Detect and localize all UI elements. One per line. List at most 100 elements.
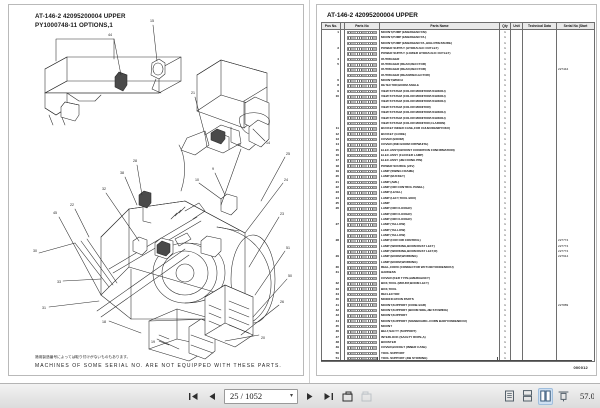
part-number-redacted xyxy=(347,239,377,243)
hide-panel-button[interactable] xyxy=(359,388,374,405)
table-row[interactable]: LAMP (YELLOW)1 xyxy=(321,227,595,234)
table-row[interactable]: VIEW SYSTEM (COLOR MONITOR/UCHIKOH)1 xyxy=(321,110,595,116)
callout-20: 20 xyxy=(261,336,265,340)
page-left-diagram[interactable]: AT-146-2 42095200004 UPPER PY1000748-11 … xyxy=(0,0,310,383)
cell-serial-no xyxy=(556,35,595,41)
parts-table-header-row: Pos No. Parts No Parts Name Qty Unit Tec… xyxy=(321,22,595,30)
show-panel-button[interactable] xyxy=(340,388,355,405)
table-row[interactable]: LAMP (OIR FLICKER)1 xyxy=(321,217,595,223)
table-row[interactable]: OUTRIGGER (REAR/REFLECTOR)1 xyxy=(321,72,595,79)
callout-24: 24 xyxy=(284,178,288,182)
two-page-view-button[interactable] xyxy=(538,387,553,405)
table-row[interactable]: COVER (KER TYPE,EMERGENCY)1 xyxy=(321,275,595,282)
viewer-toolbar[interactable]: 25 / 1052 ▾ xyxy=(0,383,600,408)
toolbar-navigation-group[interactable]: 25 / 1052 ▾ xyxy=(180,384,502,408)
table-row[interactable]: POWER SUPPLY (LOWER HYDRAULIC OUTLET)1 xyxy=(321,51,595,57)
fit-page-button[interactable] xyxy=(556,388,571,405)
previous-page-button[interactable] xyxy=(205,388,220,405)
next-page-button[interactable] xyxy=(302,388,317,405)
page-right-parts-list[interactable]: AT-146-2 42095200004 UPPER Pos No. Parts… xyxy=(311,0,600,383)
callout-28: 28 xyxy=(133,159,137,163)
part-number-redacted xyxy=(347,207,377,211)
table-row[interactable]: VIEW SYSTEM (COLOR MONITOR/UCHIKOH)1 xyxy=(321,99,595,105)
table-row[interactable]: LAMP (OIR FLICKER)1 xyxy=(321,211,595,218)
part-number-redacted xyxy=(347,319,377,324)
table-row[interactable]: VIEW SYSTEM (COLOR MONITOR)1 xyxy=(321,104,595,111)
first-page-button[interactable] xyxy=(186,388,201,405)
single-page-view-button[interactable] xyxy=(502,388,517,405)
callout-32: 32 xyxy=(102,187,106,191)
page-number-field[interactable]: 25 / 1052 ▾ xyxy=(224,388,298,404)
callout-21: 21 xyxy=(191,91,195,95)
part-number-redacted xyxy=(347,121,377,126)
document-view[interactable]: AT-146-2 42095200004 UPPER PY1000748-11 … xyxy=(0,0,600,383)
table-row[interactable]: VIEW SYSTEM (COLOR MONITOR,CLARION)1 xyxy=(321,120,595,127)
table-row[interactable]: VIEW SYSTEM (COLOR MONITOR/UCHIKOH)1 xyxy=(321,115,595,121)
cell-serial-no: 227889 xyxy=(556,302,595,308)
part-number-redacted xyxy=(347,41,377,46)
table-row[interactable]: LAMP (YELLOW)1 xyxy=(321,233,595,239)
callout-38: 38 xyxy=(120,171,124,175)
part-number-redacted xyxy=(347,143,377,147)
callout-51: 51 xyxy=(286,246,290,250)
continuous-view-button[interactable] xyxy=(520,388,535,405)
part-number-redacted xyxy=(347,287,377,291)
last-page-button[interactable] xyxy=(321,388,336,405)
table-row[interactable]: MOUNT,PUMP (EMERGENCY/L,HIGH PRESSURE)1 xyxy=(321,40,595,47)
zoom-level-value[interactable]: 57.0 xyxy=(580,391,594,401)
part-number-redacted xyxy=(347,324,377,329)
table-row[interactable]: MOUNT,PUMP (EMERGENCY/L)1 xyxy=(321,35,595,41)
part-number-redacted xyxy=(347,335,377,340)
chevron-down-icon[interactable]: ▾ xyxy=(289,393,293,399)
table-row[interactable]: LAMP (BOOM,WORKING)1 xyxy=(321,259,595,266)
toolbar-view-group[interactable]: 57.0 xyxy=(502,384,600,408)
